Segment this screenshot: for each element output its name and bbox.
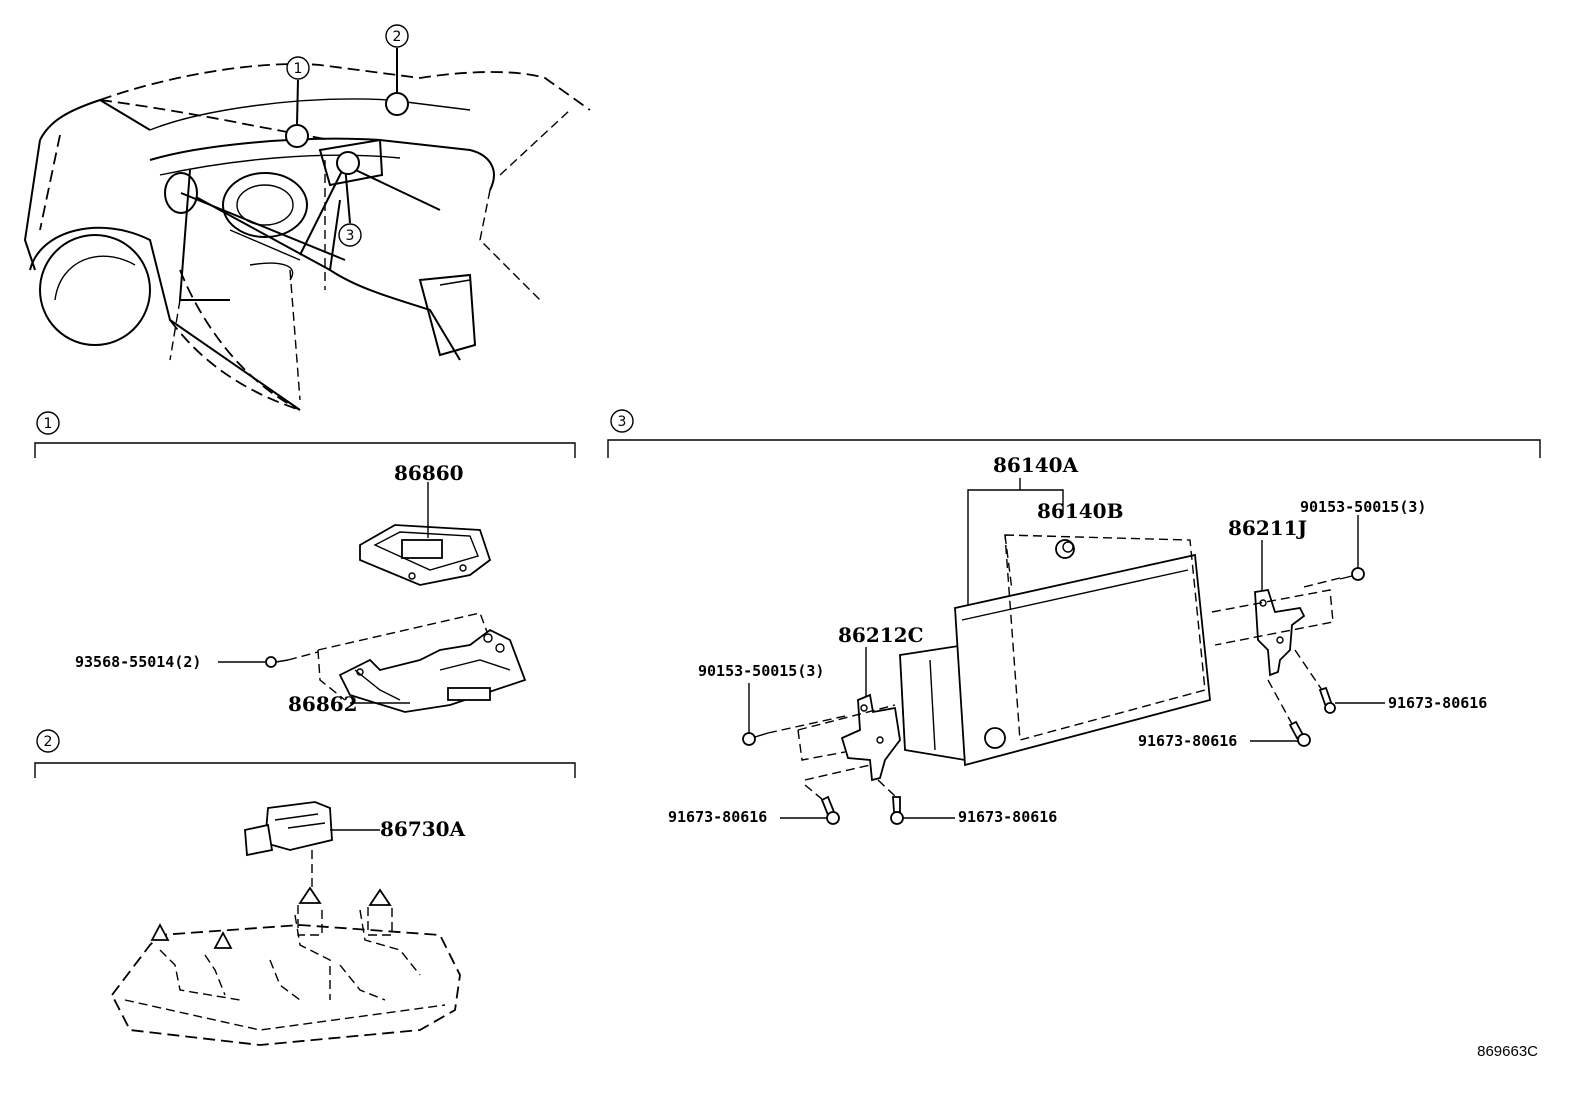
part-86212C-bracket[interactable]	[840, 693, 901, 782]
section-2-label: 2	[44, 734, 53, 750]
overhead-console-housing	[110, 886, 461, 1046]
section-1-label: 1	[44, 416, 53, 432]
location-marker-1	[285, 124, 309, 148]
part-91673-c-label: 91673-80616	[668, 808, 767, 826]
part-91673-screw-right-b[interactable]	[1288, 720, 1311, 747]
callout-1-label: 1	[294, 61, 303, 77]
section-1-marker[interactable]: 1	[36, 411, 60, 435]
callout-2[interactable]: 2	[385, 24, 409, 48]
part-91673-b-label: 91673-80616	[1138, 732, 1237, 750]
part-93568-screw[interactable]	[265, 656, 289, 668]
part-86862-label: 86862	[288, 692, 358, 716]
location-marker-3	[336, 151, 360, 175]
section-3-bracket	[607, 439, 1541, 458]
part-90153-screw-right[interactable]	[1339, 567, 1365, 581]
callout-3-label: 3	[346, 228, 355, 244]
part-86212C-label: 86212C	[838, 623, 924, 647]
part-91673-screw-left-d[interactable]	[890, 796, 904, 825]
section-1: 1 86860 86862	[34, 411, 576, 716]
callout-2-label: 2	[393, 29, 402, 45]
part-86860-label: 86860	[394, 461, 464, 485]
section-1-bracket	[34, 442, 576, 458]
part-90153-right-label: 90153-50015(3)	[1300, 498, 1426, 516]
part-91673-screw-left-c[interactable]	[820, 795, 840, 825]
part-93568-label: 93568-55014(2)	[75, 653, 201, 671]
diagram-code: 869663C	[1477, 1043, 1538, 1060]
part-86211J-label: 86211J	[1228, 516, 1307, 540]
section-3-marker[interactable]: 3	[610, 409, 634, 433]
part-86140A-display[interactable]	[899, 553, 1211, 767]
part-86140B-label: 86140B	[1037, 499, 1123, 523]
section-3-label: 3	[618, 414, 627, 430]
part-91673-screw-right-a[interactable]	[1318, 686, 1336, 714]
section-2: 2 86730A	[34, 729, 576, 1046]
part-86730A-label: 86730A	[380, 817, 466, 841]
vehicle-interior-overview: 1 2 3	[23, 24, 591, 411]
section-2-marker[interactable]: 2	[36, 729, 60, 753]
part-91673-d-label: 91673-80616	[958, 808, 1057, 826]
callout-1[interactable]: 1	[286, 56, 310, 80]
part-86730A-microphone[interactable]	[244, 801, 333, 857]
part-90153-screw-left[interactable]	[742, 732, 769, 746]
callout-3[interactable]: 3	[338, 223, 362, 247]
section-3: 3 86140A 86140B 86211J	[607, 409, 1541, 826]
section-2-bracket	[34, 762, 576, 778]
part-86860-module[interactable]	[359, 524, 492, 586]
part-86862-bracket[interactable]	[338, 628, 527, 713]
part-86140B-knob[interactable]	[1055, 539, 1075, 559]
part-91673-a-label: 91673-80616	[1388, 694, 1487, 712]
location-marker-2	[385, 92, 409, 116]
part-86140A-label: 86140A	[993, 453, 1079, 477]
part-86211J-bracket[interactable]	[1254, 588, 1306, 677]
part-90153-left-label: 90153-50015(3)	[698, 662, 824, 680]
